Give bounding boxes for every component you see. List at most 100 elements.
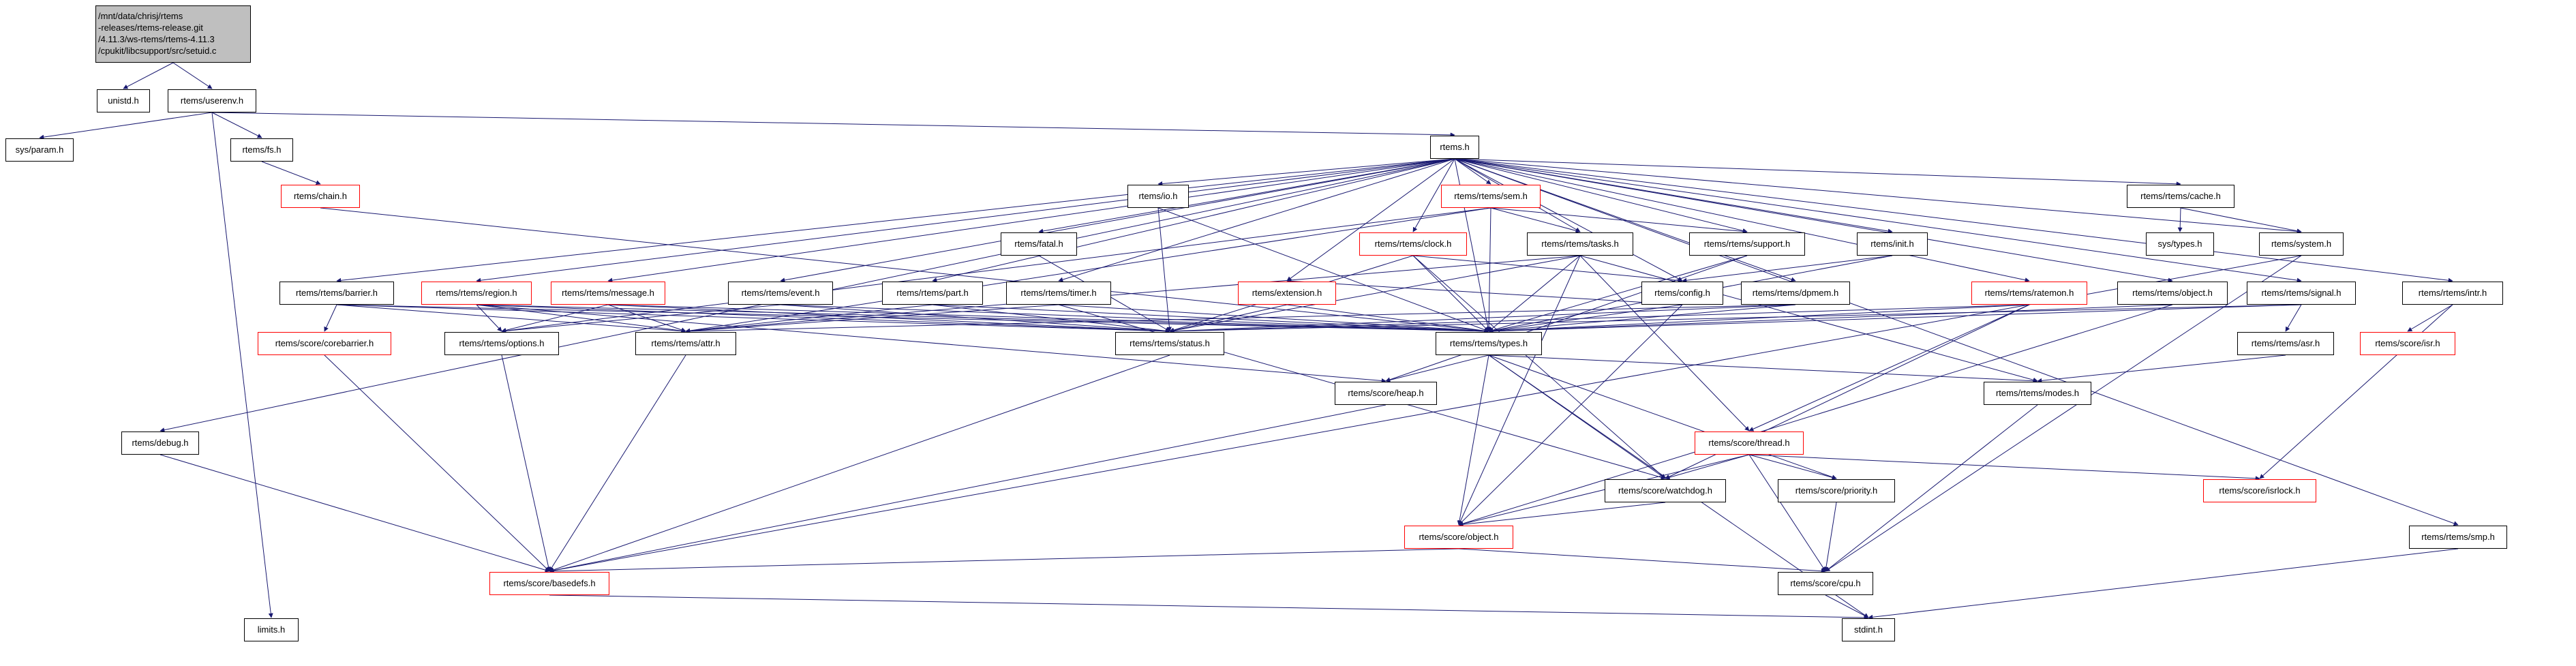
- graph-node-timer[interactable]: rtems/rtems/timer.h: [1006, 282, 1111, 305]
- include-edge-clock-rtypes: [1412, 255, 1489, 332]
- include-edge-rtems-support: [1454, 158, 1748, 233]
- graph-node-thread[interactable]: rtems/score/thread.h: [1695, 432, 1804, 455]
- include-edge-rtems-barrier: [336, 158, 1455, 283]
- include-edge-dpmem-rtypes: [1488, 304, 1796, 333]
- include-edge-rtems-robject: [1454, 158, 2173, 283]
- graph-node-rtypes[interactable]: rtems/rtems/types.h: [1436, 332, 1542, 355]
- include-edge-signal-status: [1169, 304, 2302, 334]
- graph-node-message[interactable]: rtems/rtems/message.h: [551, 282, 665, 305]
- include-edge-rtems-fatal: [1038, 158, 1455, 234]
- include-edge-cpu-stdint: [1825, 594, 1869, 618]
- graph-node-systypes[interactable]: sys/types.h: [2146, 232, 2214, 256]
- include-edge-rtypes-watchdog: [1488, 354, 1666, 479]
- graph-node-isrlock[interactable]: rtems/score/isrlock.h: [2203, 479, 2316, 502]
- graph-node-cpu[interactable]: rtems/score/cpu.h: [1778, 572, 1873, 595]
- graph-node-system[interactable]: rtems/system.h: [2259, 232, 2344, 256]
- include-edge-tasks-rtypes: [1488, 255, 1581, 332]
- include-edge-rtems-io: [1157, 158, 1455, 186]
- include-edge-sem-rtypes: [1486, 207, 1491, 332]
- include-edge-sobject-cpu: [1458, 548, 1826, 574]
- include-edge-priority-cpu: [1823, 502, 1837, 572]
- include-edge-robject-rtypes: [1488, 304, 2173, 334]
- graph-node-isr[interactable]: rtems/score/isr.h: [2360, 332, 2455, 355]
- include-edge-io-status: [1157, 207, 1172, 332]
- include-edge-sobject-basedefs: [549, 548, 1459, 574]
- graph-node-corebarrier[interactable]: rtems/score/corebarrier.h: [258, 332, 391, 355]
- include-edge-tasks-sobject: [1458, 255, 1581, 526]
- graph-node-status[interactable]: rtems/rtems/status.h: [1115, 332, 1224, 355]
- include-edge-smp-stdint: [1868, 548, 2459, 620]
- graph-node-sysparam[interactable]: sys/param.h: [5, 138, 74, 162]
- include-edge-signal-asr: [2285, 304, 2302, 332]
- include-edge-support-heap: [1385, 255, 1748, 382]
- graph-node-priority[interactable]: rtems/score/priority.h: [1778, 479, 1895, 502]
- include-edge-config-rtypes: [1488, 304, 1683, 333]
- graph-node-extension[interactable]: rtems/extension.h: [1238, 282, 1336, 305]
- include-edge-sem-tasks: [1490, 207, 1581, 233]
- include-edge-message-status: [607, 304, 1170, 334]
- graph-node-modes[interactable]: rtems/rtems/modes.h: [1984, 382, 2091, 405]
- include-edge-io-rtypes: [1157, 207, 1489, 333]
- graph-node-region[interactable]: rtems/rtems/region.h: [421, 282, 532, 305]
- graph-node-intr[interactable]: rtems/rtems/intr.h: [2402, 282, 2503, 305]
- include-edge-intr-isrlock: [2259, 304, 2453, 479]
- graph-node-io[interactable]: rtems/io.h: [1127, 185, 1189, 208]
- include-edge-part-rtypes: [932, 304, 1489, 334]
- include-edge-barrier-corebarrier: [324, 304, 337, 332]
- graph-node-barrier[interactable]: rtems/rtems/barrier.h: [279, 282, 394, 305]
- graph-node-basedefs[interactable]: rtems/score/basedefs.h: [489, 572, 609, 595]
- include-edge-region-attr: [476, 304, 686, 333]
- graph-node-signal[interactable]: rtems/rtems/signal.h: [2247, 282, 2356, 305]
- include-edge-tasks-status: [1169, 255, 1581, 333]
- include-edge-extension-rtypes: [1286, 304, 1489, 333]
- graph-node-ratemon[interactable]: rtems/rtems/ratemon.h: [1971, 282, 2087, 305]
- graph-node-init[interactable]: rtems/init.h: [1857, 232, 1928, 256]
- graph-node-heap[interactable]: rtems/score/heap.h: [1335, 382, 1437, 405]
- include-edge-robject-sobject: [1458, 304, 2173, 526]
- graph-node-robject[interactable]: rtems/rtems/object.h: [2117, 282, 2228, 305]
- graph-node-tasks[interactable]: rtems/rtems/tasks.h: [1527, 232, 1633, 256]
- graph-node-smp[interactable]: rtems/rtems/smp.h: [2409, 526, 2507, 549]
- include-edge-intr-isr: [2407, 304, 2453, 332]
- graph-node-part[interactable]: rtems/rtems/part.h: [882, 282, 983, 305]
- include-edge-fs-chain: [261, 161, 321, 185]
- graph-node-chain[interactable]: rtems/chain.h: [281, 185, 360, 208]
- include-edge-message-options: [501, 304, 609, 333]
- graph-node-support[interactable]: rtems/rtems/support.h: [1689, 232, 1805, 256]
- graph-node-watchdog[interactable]: rtems/score/watchdog.h: [1605, 479, 1726, 502]
- graph-node-debug[interactable]: rtems/debug.h: [121, 432, 199, 455]
- graph-node-config[interactable]: rtems/config.h: [1641, 282, 1723, 305]
- graph-node-event[interactable]: rtems/rtems/event.h: [728, 282, 833, 305]
- include-edge-rtems-region: [476, 158, 1455, 283]
- graph-node-stdint[interactable]: stdint.h: [1842, 618, 1895, 641]
- include-edge-dpmem-attr: [685, 304, 1796, 334]
- include-edge-event-options: [501, 304, 781, 333]
- graph-node-options[interactable]: rtems/rtems/options.h: [444, 332, 559, 355]
- include-edge-options-basedefs: [501, 354, 551, 572]
- graph-node-clock[interactable]: rtems/rtems/clock.h: [1359, 232, 1467, 256]
- graph-node-userenv[interactable]: rtems/userenv.h: [168, 89, 256, 112]
- include-edge-region-status: [476, 304, 1170, 334]
- graph-node-cache[interactable]: rtems/rtems/cache.h: [2127, 185, 2234, 208]
- graph-node-sobject[interactable]: rtems/score/object.h: [1404, 526, 1513, 549]
- include-edge-tasks-thread: [1579, 255, 1750, 432]
- graph-node-unistd[interactable]: unistd.h: [97, 89, 150, 112]
- graph-node-fs[interactable]: rtems/fs.h: [230, 138, 293, 162]
- graph-node-fatal[interactable]: rtems/fatal.h: [1001, 232, 1077, 256]
- include-edge-sem-options: [501, 207, 1491, 333]
- include-edge-rtems-ratemon: [1454, 158, 2030, 283]
- graph-node-attr[interactable]: rtems/rtems/attr.h: [635, 332, 736, 355]
- include-edge-cache-system: [2180, 207, 2302, 234]
- include-edge-message-attr: [607, 304, 686, 333]
- include-edge-src-userenv: [172, 62, 213, 89]
- include-edge-rtems-sem: [1454, 158, 1491, 185]
- include-edge-barrier-attr: [336, 304, 686, 334]
- include-edge-support-rtypes: [1488, 255, 1748, 333]
- include-edge-userenv-rtems: [211, 112, 1455, 138]
- graph-node-asr[interactable]: rtems/rtems/asr.h: [2237, 332, 2334, 355]
- graph-node-limits[interactable]: limits.h: [244, 618, 299, 641]
- graph-node-dpmem[interactable]: rtems/rtems/dpmem.h: [1741, 282, 1850, 305]
- graph-node-rtems[interactable]: rtems.h: [1430, 136, 1479, 159]
- graph-node-sem[interactable]: rtems/rtems/sem.h: [1441, 185, 1541, 208]
- include-edge-event-status: [780, 304, 1170, 334]
